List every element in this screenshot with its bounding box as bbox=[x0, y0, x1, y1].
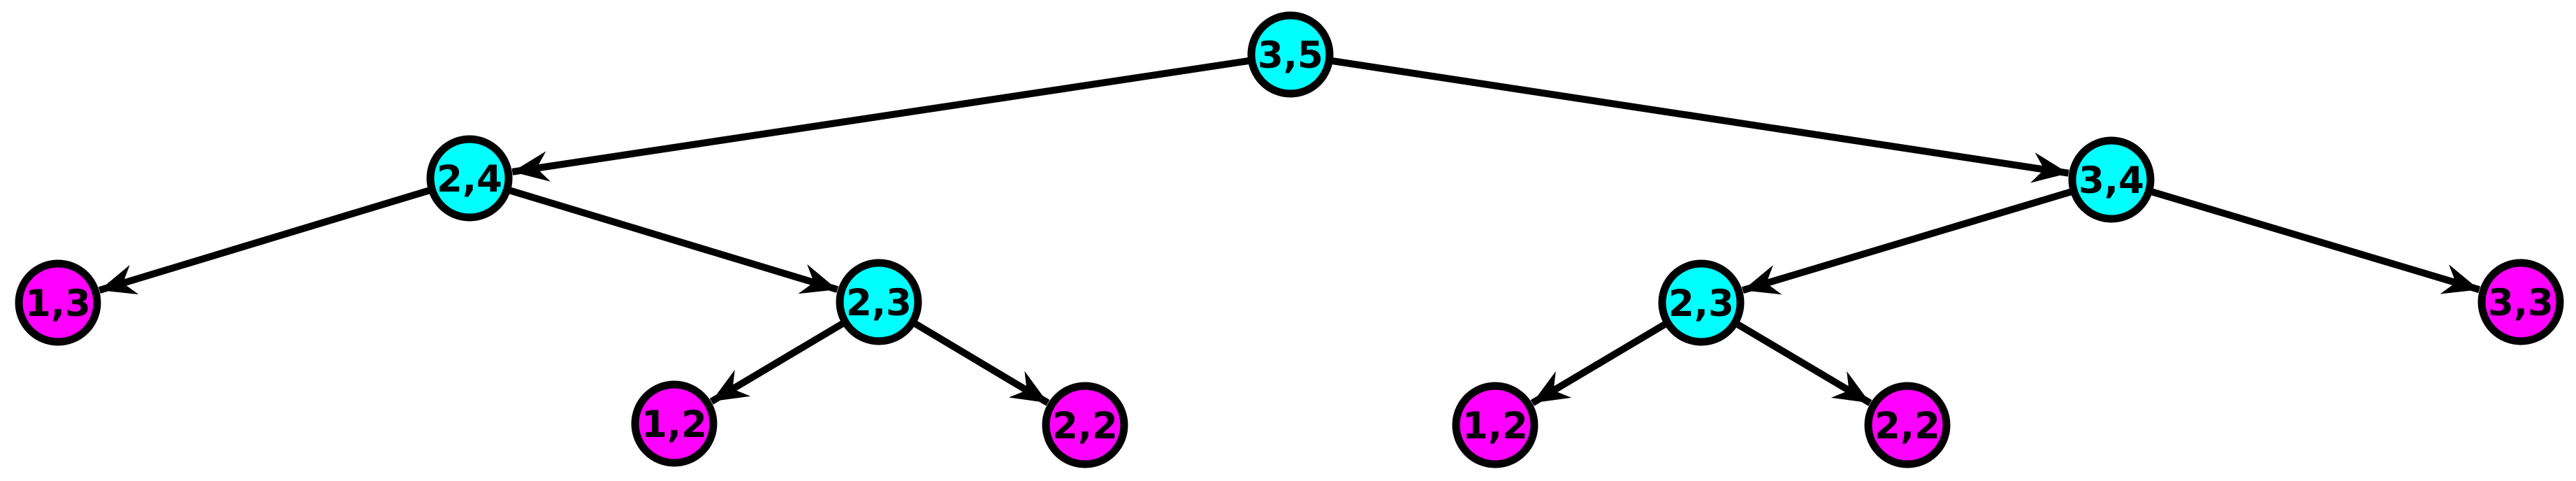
edge-n34-n23R bbox=[1741, 176, 2113, 295]
internal-node-circle bbox=[426, 135, 513, 222]
internal-node-circle bbox=[2068, 136, 2155, 223]
leaf-node-circle bbox=[2477, 259, 2564, 345]
leaf-node-circle bbox=[1864, 382, 1951, 468]
nodes-layer: 3,5 2,4 3,4 1,3 2,3 2,3 3,3 1,2 2,2 1,2 2,2 bbox=[15, 11, 2564, 468]
leaf-node-circle bbox=[631, 380, 718, 467]
tree-node-n22R: 2,2 bbox=[1864, 382, 1951, 468]
edges-layer bbox=[98, 51, 2481, 406]
tree-node-n12R: 1,2 bbox=[1452, 382, 1538, 468]
leaf-node-circle bbox=[15, 259, 101, 346]
tree-node-n35: 3,5 bbox=[1247, 11, 1334, 98]
tree-node-n12L: 1,2 bbox=[631, 380, 718, 467]
edge-n34-n33 bbox=[2110, 176, 2481, 294]
internal-node-circle bbox=[1247, 11, 1334, 98]
internal-node-circle bbox=[1658, 259, 1745, 346]
leaf-node-circle bbox=[1452, 382, 1538, 468]
leaf-node-circle bbox=[1042, 382, 1128, 468]
tree-node-n23R: 2,3 bbox=[1658, 259, 1745, 346]
edge-n24-n23L bbox=[468, 175, 839, 294]
tree-node-n23L: 2,3 bbox=[836, 259, 922, 345]
tree-node-n33: 3,3 bbox=[2477, 259, 2564, 345]
edge-n35-n24 bbox=[511, 51, 1291, 182]
edge-n24-n13 bbox=[98, 175, 471, 295]
tree-node-n34: 3,4 bbox=[2068, 136, 2155, 223]
edge-n35-n34 bbox=[1290, 51, 2069, 183]
tree-node-n24: 2,4 bbox=[426, 135, 513, 222]
tree-node-n13: 1,3 bbox=[15, 259, 101, 346]
internal-node-circle bbox=[836, 259, 922, 345]
tree-node-n22L: 2,2 bbox=[1042, 382, 1128, 468]
